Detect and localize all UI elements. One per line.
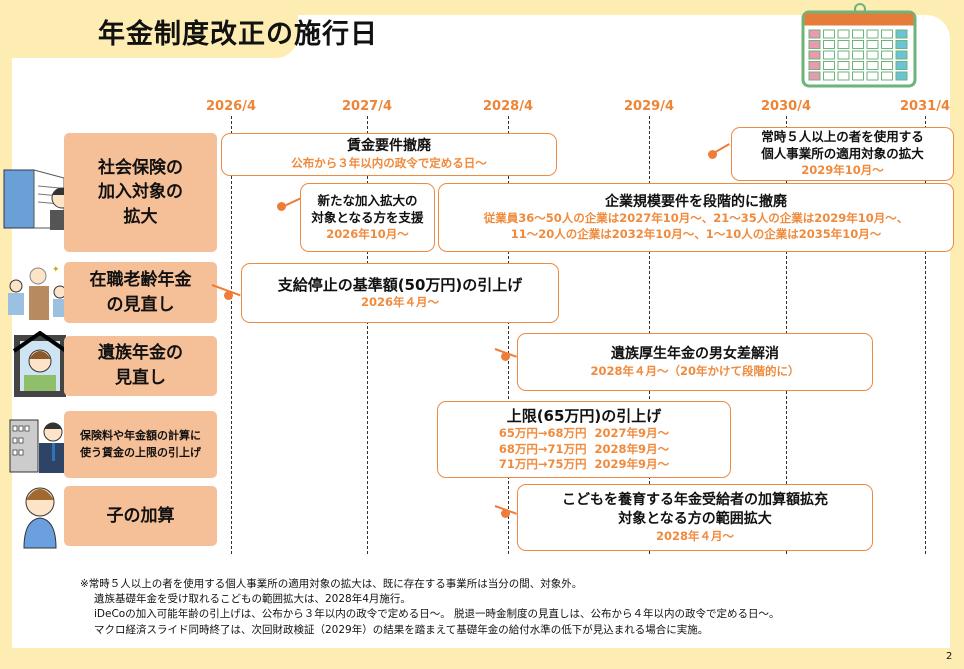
footnote: 遺族基礎年金を受け取れるこどもの範囲拡大は、2028年4月施行。: [94, 593, 411, 606]
calendar-cell: [808, 29, 821, 39]
callout-date: 2028年４月～: [655, 528, 734, 543]
timeline-marker: [708, 150, 717, 159]
calendar-cell: [823, 50, 835, 60]
calendar-cell: [852, 29, 864, 39]
timeline-divider: [231, 116, 232, 554]
title-bar: [0, 0, 298, 58]
cap-step: 65万円→68万円 2027年9月～: [498, 426, 670, 441]
timeline-marker: [277, 202, 286, 211]
calendar-cell: [852, 50, 864, 60]
callout-survivor-gender: 遺族厚生年金の男女差解消 2028年４月～（20年かけて段階的に）: [517, 333, 873, 391]
callout-company-size: 企業規模要件を段階的に撤廃 従業員36～50人の企業は2027年10月～、21～…: [438, 183, 954, 252]
calendar-cell: [823, 71, 835, 81]
page-title: 年金制度改正の施行日: [98, 19, 378, 50]
year-label: 2027/4: [342, 99, 392, 114]
calendar-cell: [866, 50, 879, 60]
year-label: 2029/4: [624, 99, 674, 114]
cap-step: 68万円→71万円 2028年9月～: [498, 441, 670, 456]
footnotes: ※常時５人以上の者を使用する個人事業所の適用対象の拡大は、既に存在する事業所は当…: [80, 577, 780, 638]
category-child-addition: 子の加算: [64, 486, 217, 546]
calendar-cell: [881, 71, 893, 81]
calendar-cell: [837, 61, 850, 70]
callout-title: 常時５人以上の者を使用する 個人事業所の適用対象の拡大: [761, 129, 924, 162]
calendar-cell: [823, 29, 835, 39]
category-wage-cap: 保険料や年金額の計算に 使う賃金の上限の引上げ: [64, 411, 217, 478]
year-label: 2031/4: [900, 99, 950, 114]
callout-wage-cap: 上限(65万円)の引上げ 65万円→68万円 2027年9月～ 68万円→71万…: [437, 401, 731, 478]
calendar-cell: [823, 61, 835, 70]
callout-child-addition: こどもを養育する年金受給者の加算額拡充 対象となる方の範囲拡大 2028年４月～: [517, 484, 873, 551]
calendar-cell: [837, 50, 850, 60]
calendar-cell: [895, 40, 908, 49]
callout-title: 企業規模要件を段階的に撤廃: [605, 193, 787, 210]
child-illustration: [23, 487, 57, 549]
calendar-cell: [837, 71, 850, 81]
callout-date: 2029年10月～: [801, 163, 884, 178]
calendar-cell: [881, 40, 893, 49]
calendar-cell: [808, 61, 821, 70]
calendar-icon: [801, 3, 917, 88]
calendar-cell: [823, 40, 835, 49]
calendar-cell: [895, 61, 908, 70]
calendar-cell: [808, 71, 821, 81]
footnote: iDeCoの加入可能年齢の引上げは、公布から３年以内の政令で定める日～。 脱退一…: [94, 608, 780, 621]
category-in-service-pension: 在職老齢年金 の見直し: [64, 262, 217, 323]
calendar-cell: [866, 29, 879, 39]
calendar-cell: [837, 29, 850, 39]
calendar-cell: [895, 50, 908, 60]
memorial-portrait-illustration: [12, 331, 68, 397]
callout-title: こどもを養育する年金受給者の加算額拡充 対象となる方の範囲拡大: [562, 491, 828, 527]
year-label: 2026/4: [206, 99, 256, 114]
callout-title: 支給停止の基準額(50万円)の引上げ: [277, 276, 523, 295]
calendar-cell: [895, 71, 908, 81]
year-label: 2030/4: [761, 99, 811, 114]
category-social-insurance: 社会保険の 加入対象の 拡大: [64, 133, 217, 252]
category-survivor-pension: 遺族年金の 見直し: [64, 336, 217, 396]
calendar-cell: [866, 61, 879, 70]
callout-title: 賃金要件撤廃: [347, 138, 431, 155]
page-number: 2: [946, 651, 953, 662]
calendar-cell: [837, 40, 850, 49]
calendar-cell: [881, 61, 893, 70]
timeline-divider: [925, 116, 926, 554]
callout-date: 2026年４月～: [360, 295, 439, 310]
callout-date: 2026年10月～: [326, 226, 409, 241]
callout-wage-requirement: 賃金要件撤廃 公布から３年以内の政令で定める日～: [221, 133, 557, 176]
calendar-cell: [866, 71, 879, 81]
svg-text:✦: ✦: [52, 265, 60, 275]
calendar-cell: [852, 40, 864, 49]
calendar-cell: [866, 40, 879, 49]
year-label: 2028/4: [483, 99, 533, 114]
timeline-marker: [224, 291, 233, 300]
callout-in-service-threshold: 支給停止の基準額(50万円)の引上げ 2026年４月～: [241, 263, 559, 323]
calendar-cell: [895, 29, 908, 39]
callout-support: 新たな加入拡大の 対象となる方を支援 2026年10月～: [300, 183, 435, 252]
businessman-illustration: [9, 419, 69, 473]
callout-date: 2028年４月～（20年かけて段階的に）: [590, 363, 800, 378]
footnote: マクロ経済スライド同時終了は、次回財政検証（2029年）の結果を踏まえて基礎年金…: [94, 623, 709, 636]
callout-title: 上限(65万円)の引上げ: [506, 407, 662, 426]
timeline-divider: [367, 116, 368, 554]
calendar-cell: [852, 61, 864, 70]
calendar-cell: [881, 29, 893, 39]
callout-title: 新たな加入拡大の 対象となる方を支援: [311, 192, 424, 225]
calendar-cell: [808, 50, 821, 60]
calendar-cell: [852, 71, 864, 81]
calendar-cell: [881, 50, 893, 60]
timeline-marker: [501, 352, 510, 361]
footnote: ※常時５人以上の者を使用する個人事業所の適用対象の拡大は、既に存在する事業所は当…: [80, 578, 583, 590]
timeline-divider: [508, 116, 509, 554]
callout-date: 公布から３年以内の政令で定める日～: [291, 156, 487, 171]
timeline-marker: [501, 509, 510, 518]
cap-step: 71万円→75万円 2029年9月～: [498, 457, 670, 472]
callout-sole-proprietor: 常時５人以上の者を使用する 個人事業所の適用対象の拡大 2029年10月～: [731, 127, 954, 181]
callout-title: 遺族厚生年金の男女差解消: [611, 345, 779, 362]
callout-date: 従業員36～50人の企業は2027年10月～、21～35人の企業は2029年10…: [483, 211, 909, 241]
calendar-cell: [808, 40, 821, 49]
